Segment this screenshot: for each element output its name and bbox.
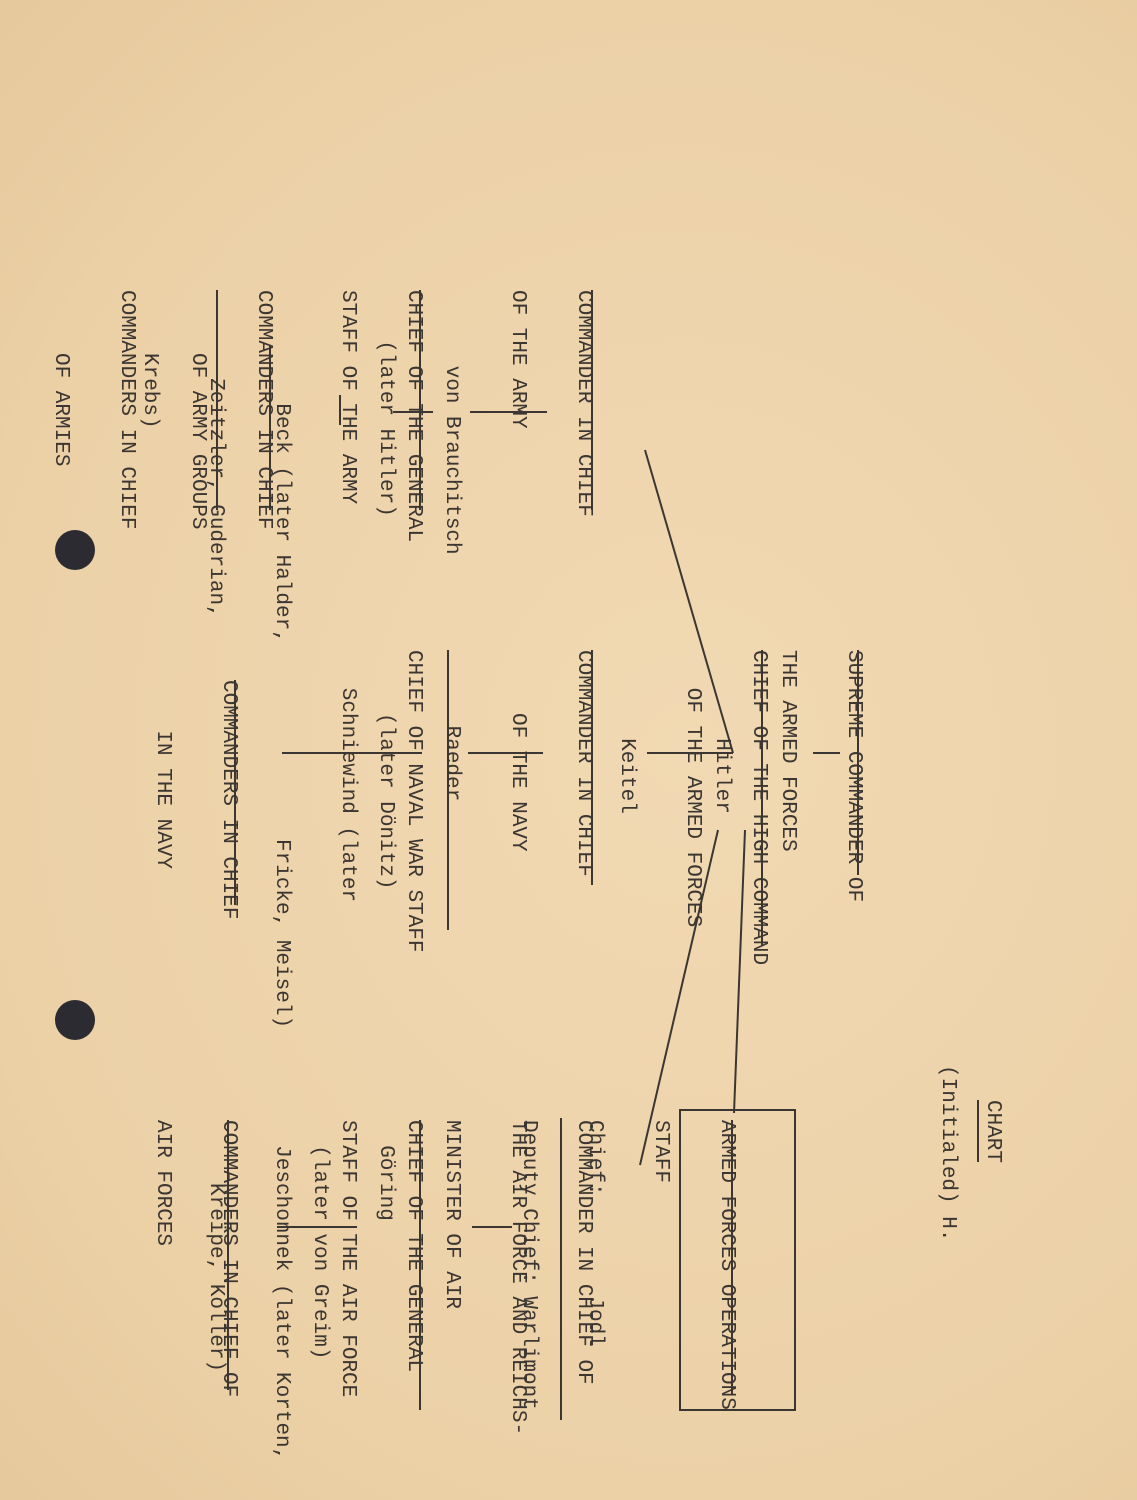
node-line: CHIEF OF NAVAL WAR STAFF [402, 650, 425, 953]
node-line: COMMANDER IN CHIEF [572, 650, 595, 877]
node-line: STAFF OF THE ARMY [336, 290, 359, 505]
punch-hole [55, 1000, 95, 1040]
air-subordinates-node: COMMANDERS IN CHIEF OF AIR FORCES [107, 1120, 283, 1397]
ops-staff-box [679, 1109, 796, 1411]
node-line: COMMANDERS IN CHIEF [252, 290, 275, 530]
punch-hole [55, 530, 95, 570]
army-subordinates-node: COMMANDERS IN CHIEF OF ARMY GROUPS COMMA… [5, 290, 318, 529]
node-line: OF ARMY GROUPS [186, 353, 209, 530]
node-line: CHIEF OF THE GENERAL [402, 1120, 425, 1373]
node-line: COMMANDERS IN CHIEF [115, 290, 138, 530]
node-line: OF THE ARMED FORCES [681, 687, 704, 928]
node-name: Schniewind (later [336, 687, 359, 903]
initials: (Initialed) H. [936, 1065, 959, 1242]
node-line: STAFF [649, 1120, 672, 1184]
node-line: CHIEF OF THE GENERAL [402, 290, 425, 543]
node-line: COMMANDERS IN CHIEF OF [217, 1120, 240, 1398]
node-line: AIR FORCES [151, 1120, 174, 1247]
keitel-air-connector [639, 829, 719, 1166]
node-line: COMMANDER IN CHIEF OF [572, 1120, 595, 1385]
chart-title: CHART [981, 1100, 1004, 1164]
initials-text: (Initialed) H. [936, 1065, 959, 1242]
node-line: COMMANDERS IN CHIEF [217, 680, 240, 920]
node-line: THE AIR FORCE AND REICHS- [506, 1120, 529, 1436]
node-line: OF THE NAVY [506, 713, 529, 852]
keitel-ops-connector [733, 829, 746, 1114]
keitel-army-connector [644, 449, 734, 754]
node-line: COMMANDER IN CHIEF [572, 290, 595, 517]
node-line: CHIEF OF THE HIGH COMMAND [747, 650, 770, 966]
node-line: ARMED FORCES OPERATIONS [715, 1120, 738, 1410]
node-line: STAFF OF THE AIR FORCE [336, 1120, 359, 1398]
node-line: OF THE ARMY [506, 290, 529, 429]
node-line: SUPREME COMMANDER OF [842, 650, 865, 903]
title-text: CHART [981, 1100, 1004, 1164]
node-line: IN THE NAVY [151, 730, 174, 870]
node-line: OF ARMIES [49, 353, 72, 467]
navy-subordinates-node: COMMANDERS IN CHIEF IN THE NAVY [107, 680, 283, 919]
